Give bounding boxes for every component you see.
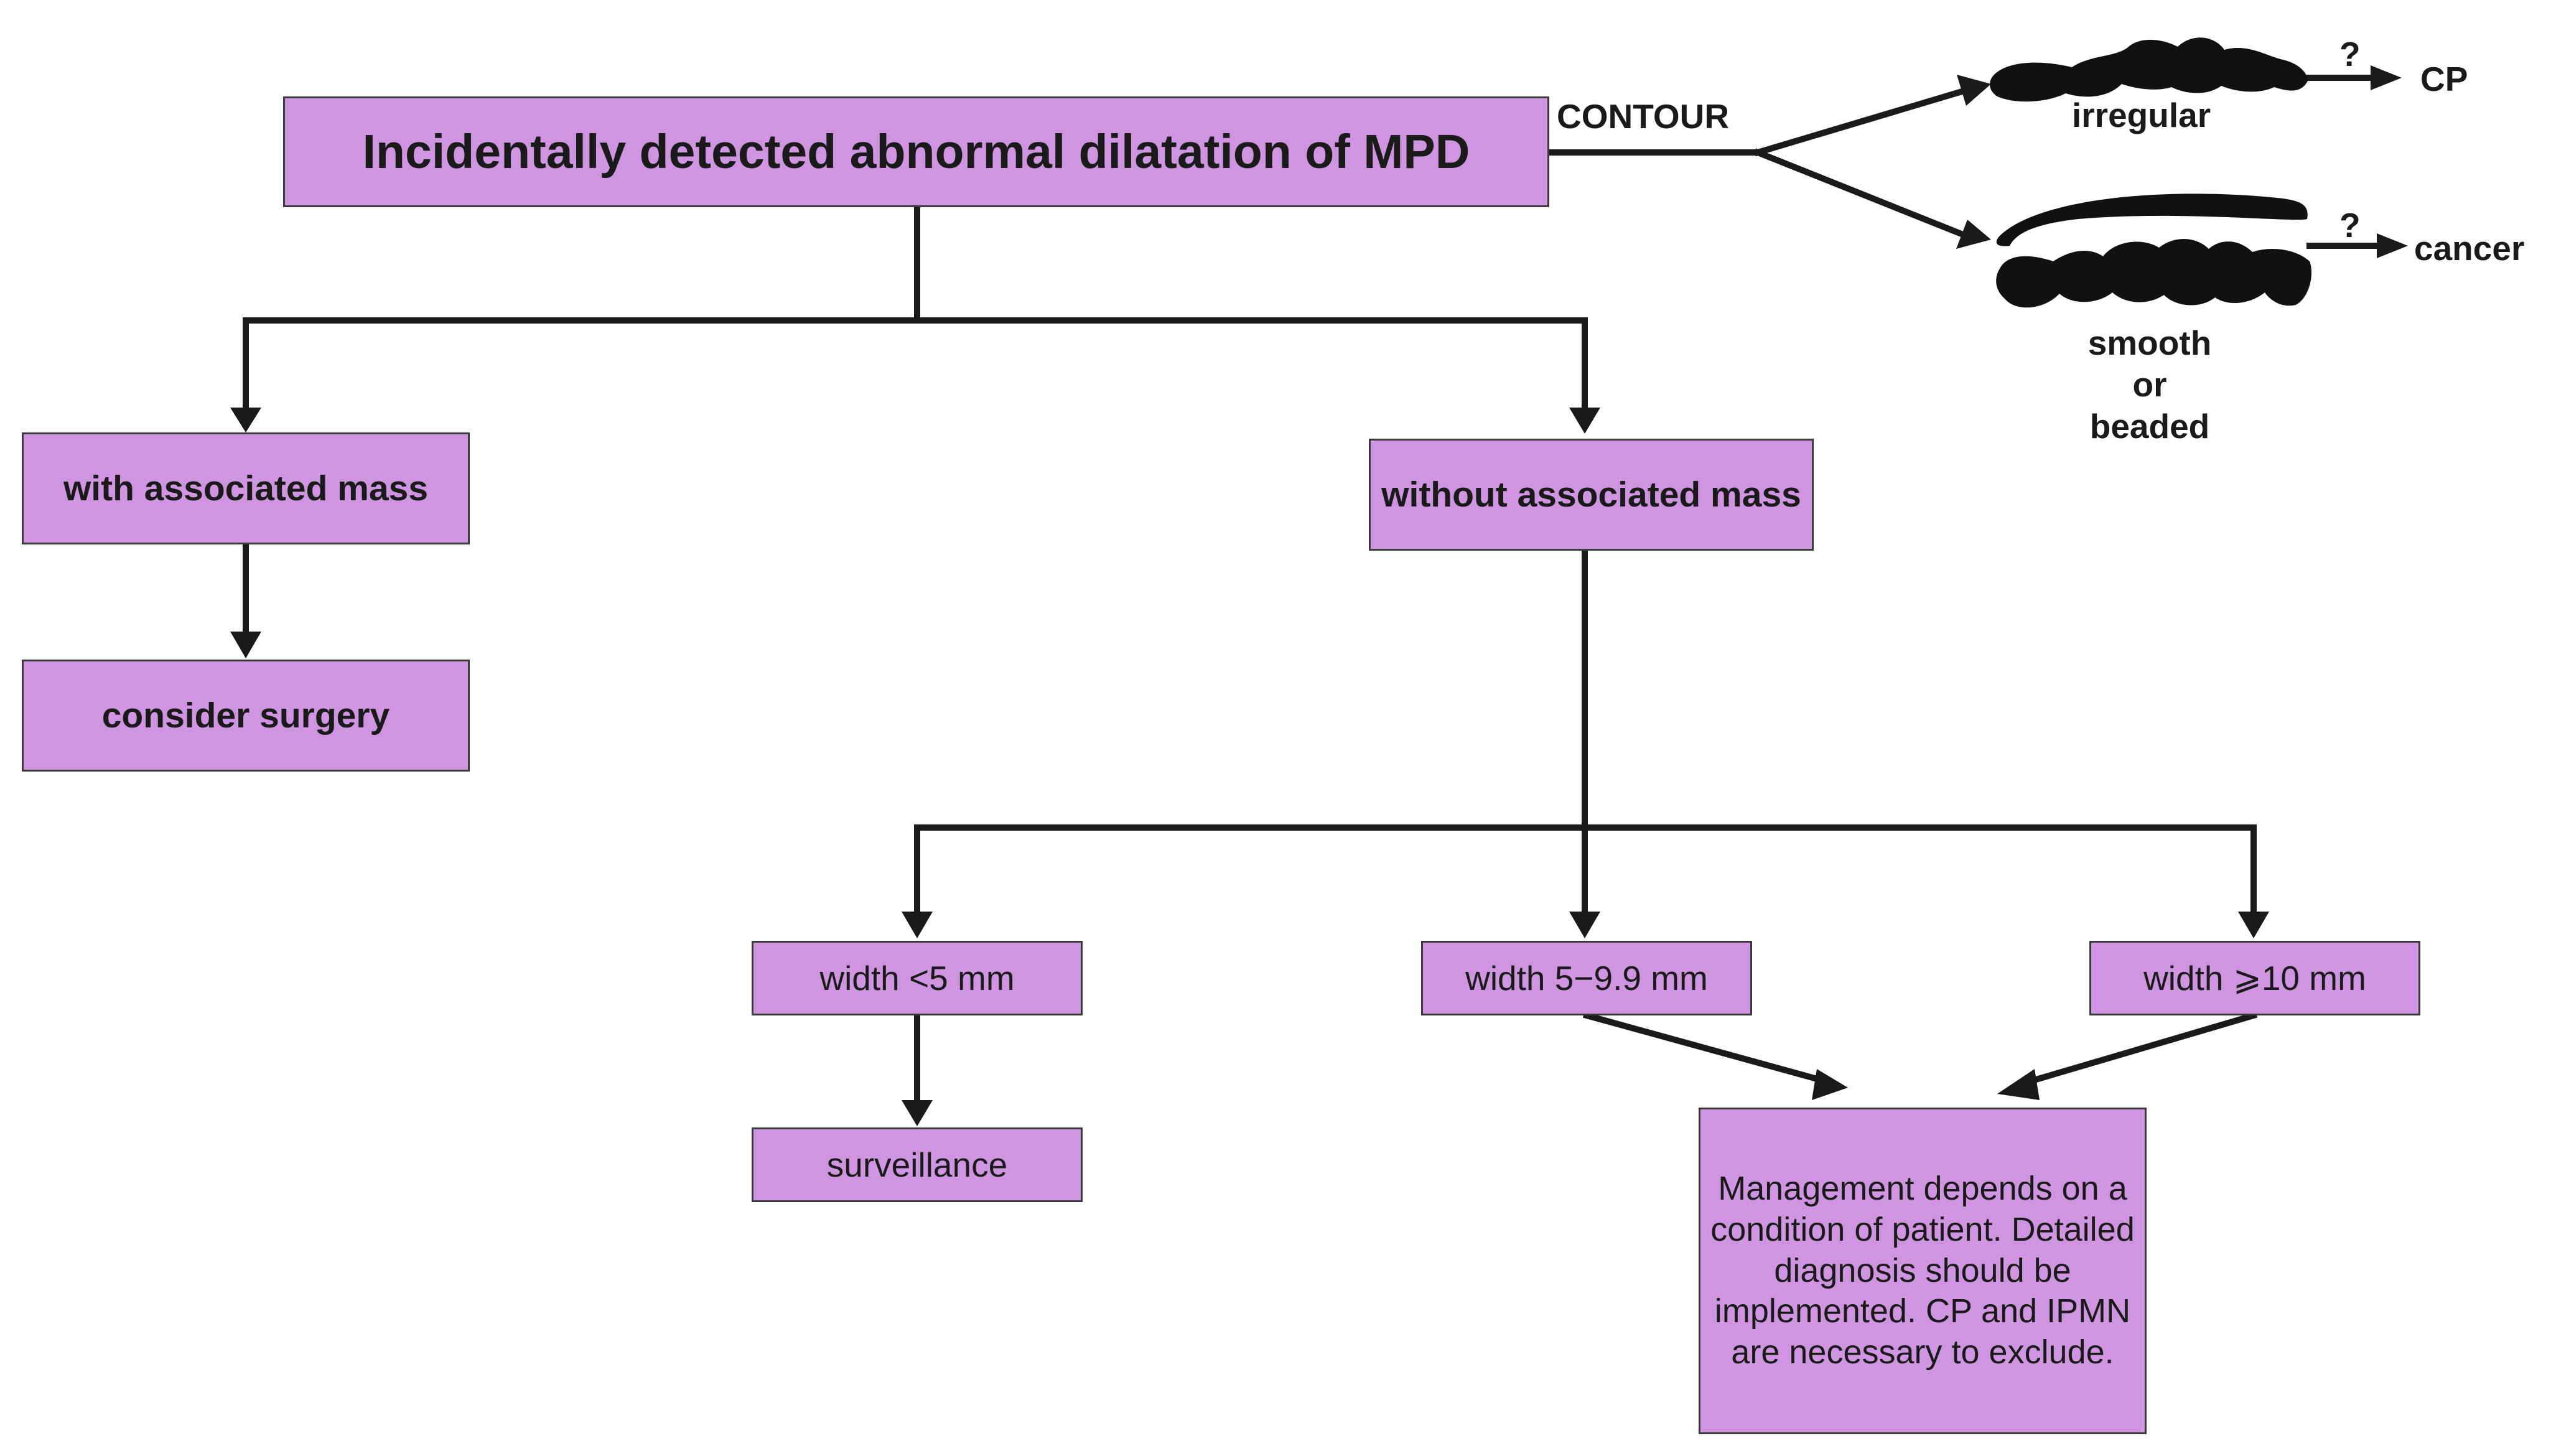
consider-surgery-box: consider surgery	[22, 660, 470, 772]
connector-5-9-to-management	[1582, 1011, 1830, 1086]
connector-contour-irregular	[1753, 88, 1964, 157]
connector-contour-smooth	[1753, 148, 1964, 238]
management-box: Management depends on a condition of pat…	[1699, 1108, 2147, 1434]
smooth-or-beaded-label: smooth or beaded	[2022, 322, 2277, 447]
arrowhead	[1957, 75, 1991, 106]
cp-label: CP	[2420, 60, 2468, 98]
width-5-9-box: width 5−9.9 mm	[1421, 941, 1752, 1015]
surveillance-label: surveillance	[826, 1146, 1008, 1184]
cancer-label: cancer	[2414, 229, 2525, 268]
question-mark-cp: ?	[2339, 35, 2361, 73]
arrowhead	[1812, 1069, 1848, 1100]
surveillance-box: surveillance	[752, 1127, 1083, 1202]
root-box-label: Incidentally detected abnormal dilatatio…	[362, 124, 1470, 179]
contour-label: CONTOUR	[1557, 97, 1730, 136]
with-mass-box: with associated mass	[22, 432, 470, 544]
arrowhead	[2238, 912, 2269, 938]
arrowhead	[230, 632, 261, 658]
width-ge10-label: width ⩾10 mm	[2143, 959, 2366, 997]
arrowhead	[2377, 233, 2408, 258]
arrowhead	[2371, 65, 2402, 90]
beaded-duct-drawing	[1996, 238, 2312, 308]
without-mass-box: without associated mass	[1369, 439, 1814, 551]
management-label: Management depends on a condition of pat…	[1710, 1169, 2135, 1371]
arrowhead	[1569, 912, 1600, 938]
smooth-label: smooth	[2087, 324, 2212, 362]
with-mass-label: with associated mass	[63, 469, 429, 508]
root-box: Incidentally detected abnormal dilatatio…	[283, 96, 1549, 207]
or-label: or	[2132, 365, 2167, 404]
arrowhead	[1956, 220, 1991, 249]
arrowhead	[230, 408, 261, 432]
arrowhead	[902, 912, 933, 938]
width-5-9-label: width 5−9.9 mm	[1465, 959, 1708, 997]
beaded-label: beaded	[2089, 407, 2210, 446]
width-ge10-box: width ⩾10 mm	[2089, 941, 2420, 1015]
irregular-label: irregular	[2072, 96, 2211, 134]
arrowhead	[1997, 1069, 2040, 1100]
without-mass-label: without associated mass	[1381, 475, 1801, 515]
consider-surgery-label: consider surgery	[101, 696, 390, 735]
connector-ge10-to-management	[2025, 1011, 2258, 1086]
irregular-duct-drawing	[1990, 37, 2308, 102]
arrowhead	[902, 1100, 933, 1126]
width-lt5-label: width <5 mm	[819, 959, 1015, 997]
width-lt5-box: width <5 mm	[752, 941, 1083, 1015]
question-mark-cancer: ?	[2339, 206, 2361, 245]
smooth-duct-drawing	[1996, 194, 2308, 246]
arrowhead	[1569, 408, 1600, 434]
